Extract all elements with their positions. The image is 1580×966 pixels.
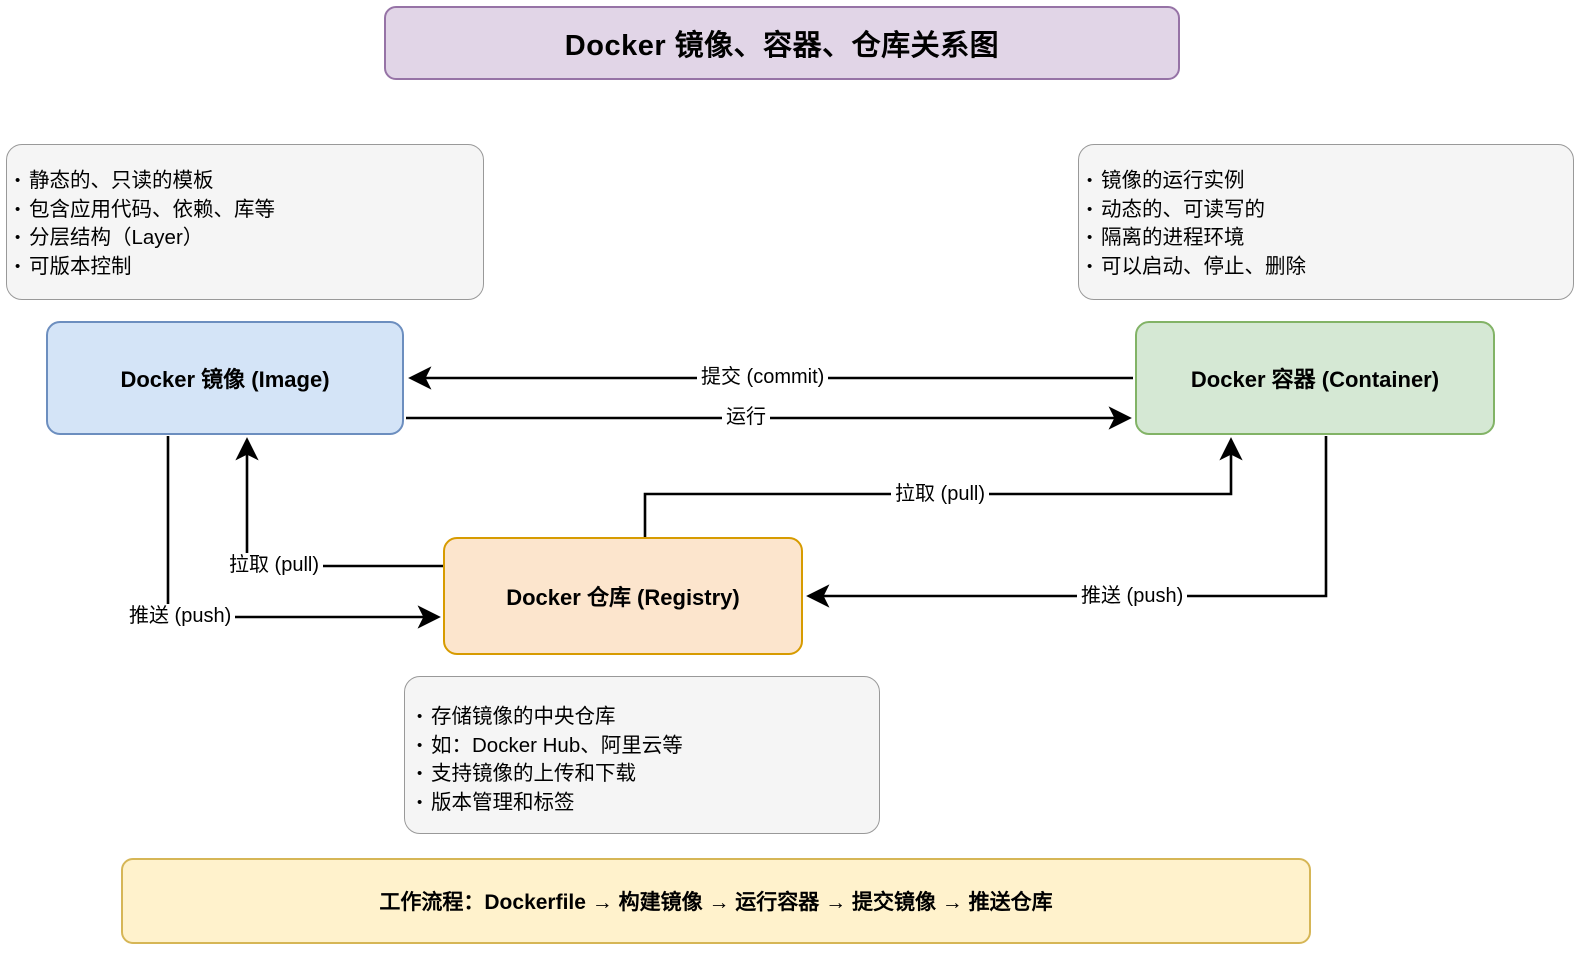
list-item: 分层结构（Layer）: [15, 224, 483, 253]
note-image-attributes: 静态的、只读的模板 包含应用代码、依赖、库等 分层结构（Layer） 可版本控制: [6, 144, 484, 300]
note-container-attributes: 镜像的运行实例 动态的、可读写的 隔离的进程环境 可以启动、停止、删除: [1078, 144, 1574, 300]
edge-push-image-line: [166, 436, 441, 629]
list-item: 支持镜像的上传和下载: [417, 760, 879, 789]
list-item: 静态的、只读的模板: [15, 167, 483, 196]
note-image-list: 静态的、只读的模板 包含应用代码、依赖、库等 分层结构（Layer） 可版本控制: [7, 145, 483, 281]
workflow-text: 工作流程：Dockerfile → 构建镜像 → 运行容器 → 提交镜像 → 推…: [379, 891, 1053, 914]
node-docker-container[interactable]: Docker 容器 (Container): [1135, 321, 1495, 435]
workflow-banner: 工作流程：Dockerfile → 构建镜像 → 运行容器 → 提交镜像 → 推…: [121, 858, 1311, 944]
diagram-title-box: Docker 镜像、容器、仓库关系图: [384, 6, 1180, 80]
edge-label-push-container: 推送 (push): [1077, 584, 1188, 608]
list-item: 存储镜像的中央仓库: [417, 703, 879, 732]
note-container-list: 镜像的运行实例 动态的、可读写的 隔离的进程环境 可以启动、停止、删除: [1079, 145, 1573, 281]
list-item: 动态的、可读写的: [1087, 196, 1573, 225]
node-docker-image-label: Docker 镜像 (Image): [120, 367, 330, 392]
note-registry-attributes: 存储镜像的中央仓库 如：Docker Hub、阿里云等 支持镜像的上传和下载 版…: [404, 676, 880, 834]
list-item: 可版本控制: [15, 253, 483, 282]
edge-push-container-line: [806, 436, 1328, 608]
edge-label-run: 运行: [722, 405, 770, 429]
list-item: 镜像的运行实例: [1087, 167, 1573, 196]
edge-label-pull-image: 拉取 (pull): [225, 553, 324, 577]
node-docker-container-label: Docker 容器 (Container): [1190, 367, 1440, 392]
node-docker-registry[interactable]: Docker 仓库 (Registry): [443, 537, 803, 655]
edge-pull-image-line: [235, 437, 443, 568]
edge-label-pull-container: 拉取 (pull): [891, 482, 990, 506]
note-registry-list: 存储镜像的中央仓库 如：Docker Hub、阿里云等 支持镜像的上传和下载 版…: [405, 677, 879, 817]
edge-label-push-image: 推送 (push): [125, 604, 236, 628]
list-item: 版本管理和标签: [417, 789, 879, 818]
list-item: 包含应用代码、依赖、库等: [15, 196, 483, 225]
node-docker-image[interactable]: Docker 镜像 (Image): [46, 321, 404, 435]
page-title: Docker 镜像、容器、仓库关系图: [564, 30, 1000, 62]
edge-label-commit: 提交 (commit): [697, 365, 829, 389]
node-docker-registry-label: Docker 仓库 (Registry): [506, 585, 740, 610]
list-item: 如：Docker Hub、阿里云等: [417, 732, 879, 761]
list-item: 可以启动、停止、删除: [1087, 253, 1573, 282]
list-item: 隔离的进程环境: [1087, 224, 1573, 253]
